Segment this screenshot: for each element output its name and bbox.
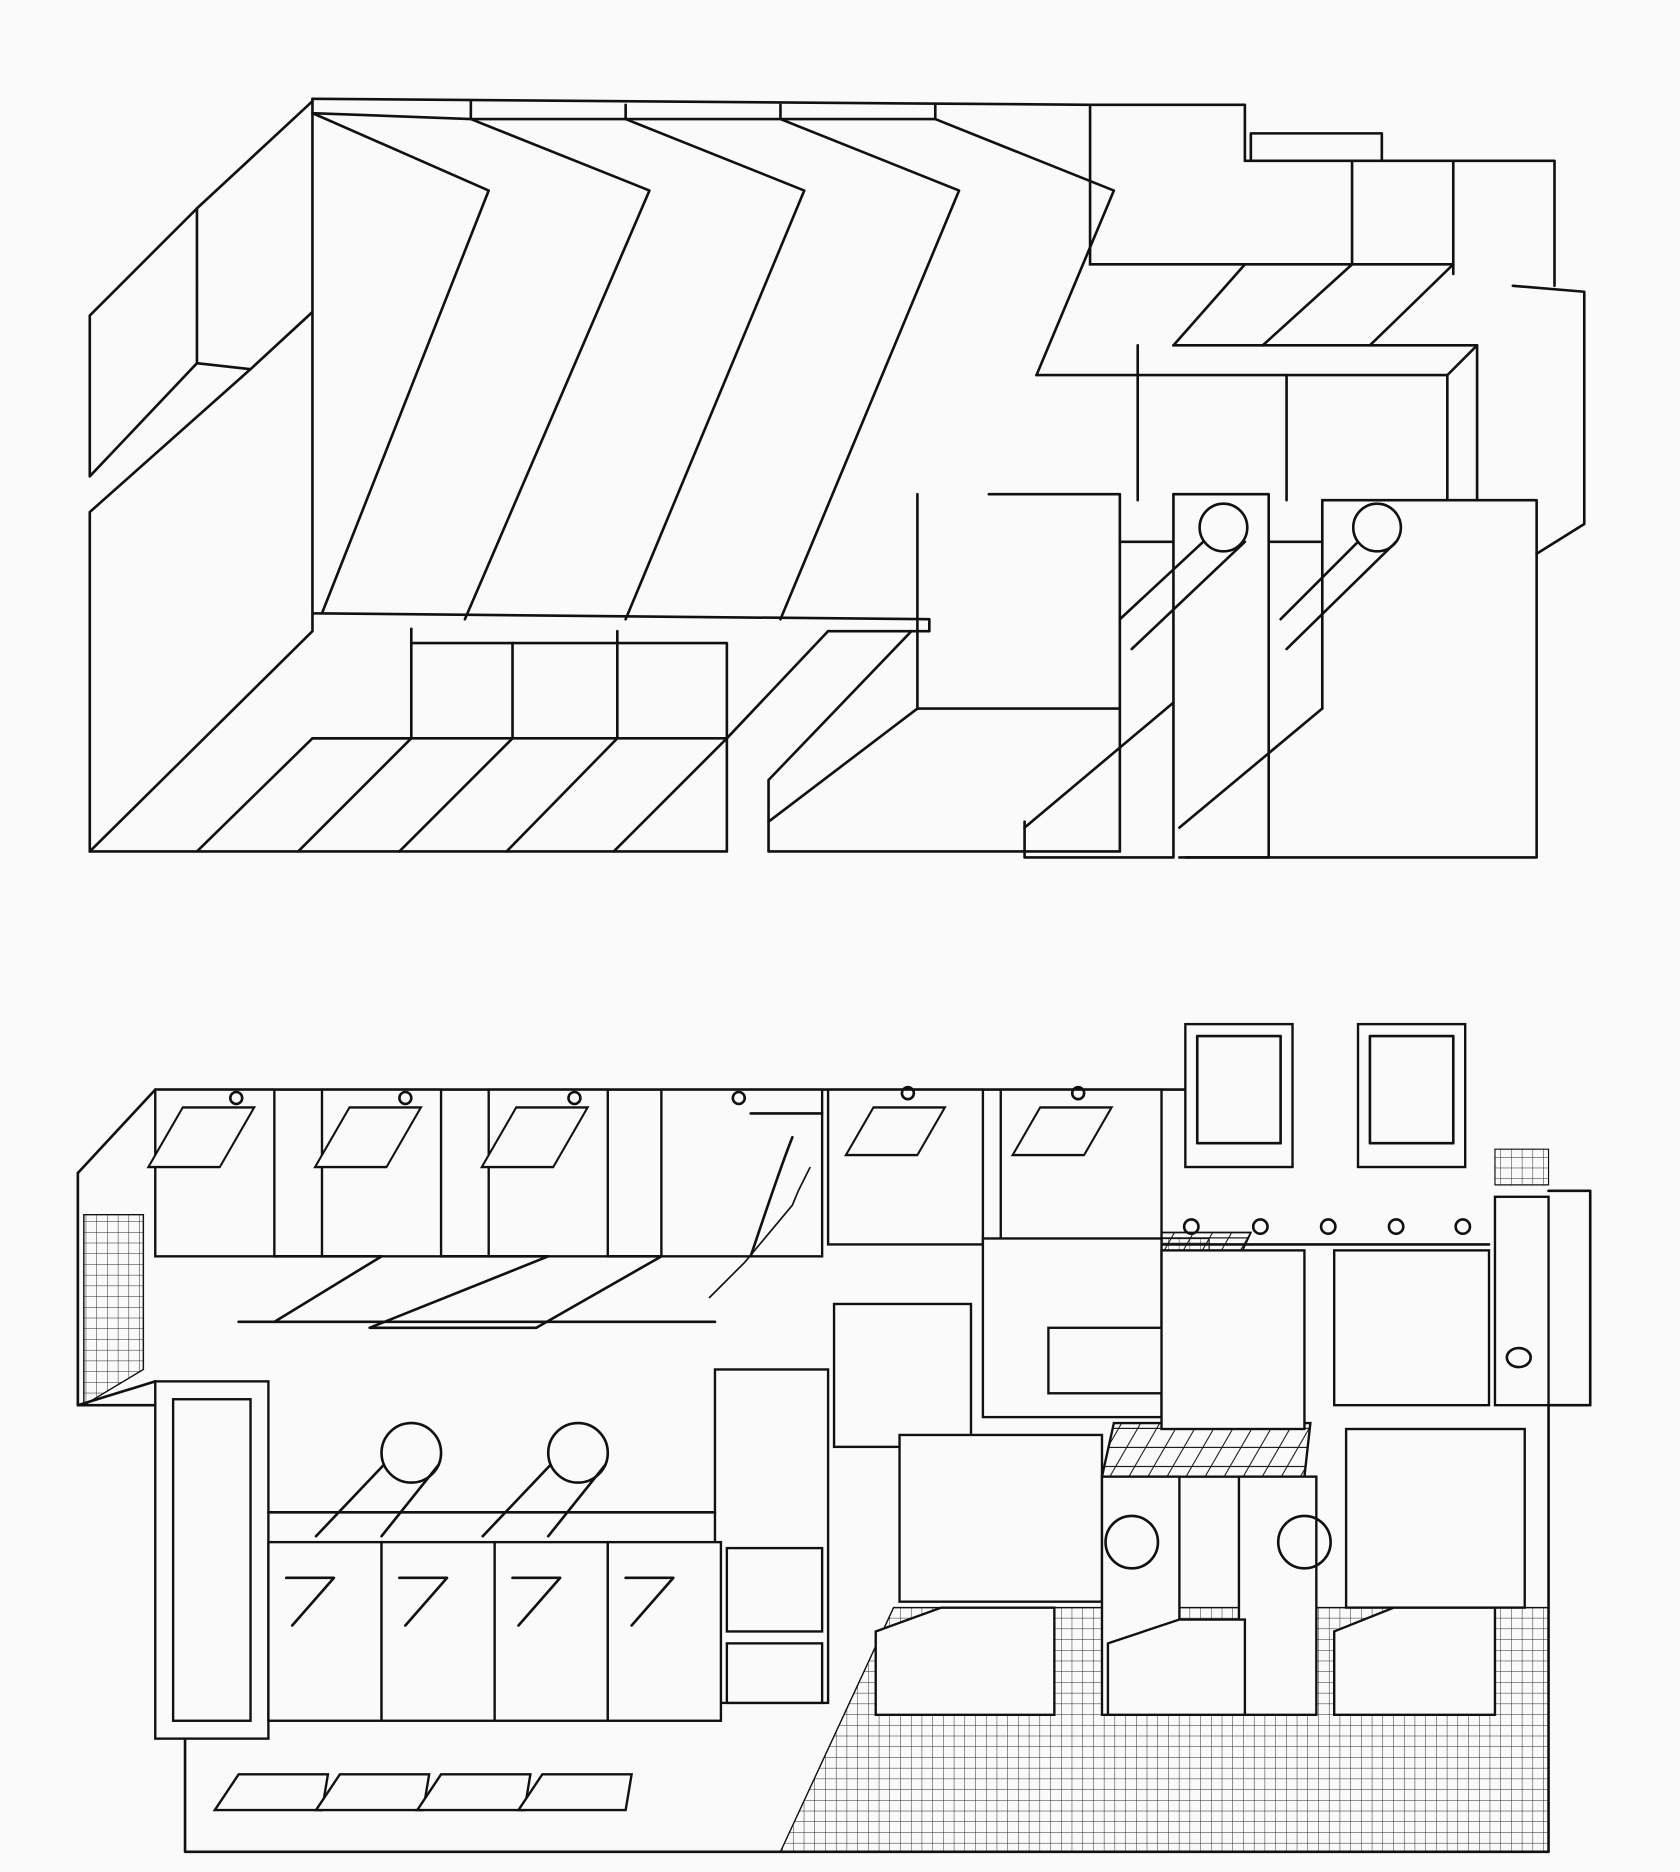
front-planters: [212, 1773, 634, 1812]
stair-runs: [708, 1112, 824, 1299]
central-hall: [237, 1255, 830, 1705]
bottom-cutaway-axonometric: [76, 1022, 1592, 1854]
right-wing-blocks: [1023, 132, 1586, 859]
bunk-slats: [146, 1106, 1114, 1169]
lower-room-cells: [267, 1540, 824, 1722]
left-wing-block: [88, 99, 314, 853]
upper-room-cells: [146, 1022, 1491, 1299]
lower-front-blocks: [88, 492, 1122, 853]
cylinder-tubes: [1118, 502, 1403, 651]
top-massing-axonometric: [88, 97, 1586, 859]
right-hall-blocks: [832, 1195, 1550, 1716]
sloped-roof-slabs: [311, 97, 1247, 633]
